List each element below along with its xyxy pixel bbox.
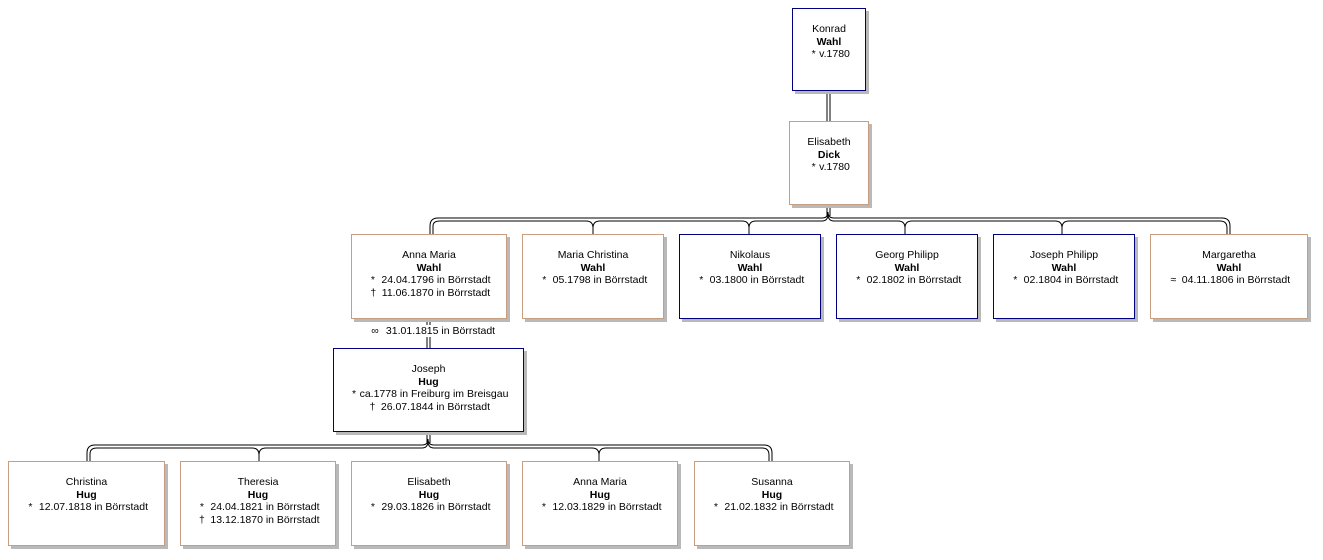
death-line: † 13.12.1870 in Börrstadt xyxy=(181,514,335,527)
birth-line: * 24.04.1796 in Börrstadt xyxy=(352,274,506,287)
given-name: Konrad xyxy=(812,23,846,35)
surname: Dick xyxy=(817,148,841,161)
birth-symbol: * xyxy=(28,501,33,513)
birth-date: v.1780 xyxy=(819,48,850,60)
given-name: Georg Philipp xyxy=(875,249,939,261)
person-card-joseph-hug[interactable]: Joseph Hug *ca.1778 in Freiburg im Breis… xyxy=(333,348,524,432)
birth-line: * 02.1804 in Börrstadt xyxy=(994,274,1134,287)
baptism-line: ≈ 04.11.1806 in Börrstadt xyxy=(1151,274,1307,287)
person-card-nikolaus-wahl[interactable]: Nikolaus Wahl * 03.1800 in Börrstadt xyxy=(679,234,821,319)
birth-date: 24.04.1821 in Börrstadt xyxy=(210,501,320,513)
person-card-maria-christina-wahl[interactable]: Maria Christina Wahl * 05.1798 in Börrst… xyxy=(522,234,664,319)
birth-symbol: * xyxy=(199,501,204,513)
person-card-susanna-hug[interactable]: Susanna Hug * 21.02.1832 in Börrstadt xyxy=(694,461,850,546)
marriage-date: 31.01.1815 in Börrstadt xyxy=(385,325,496,337)
person-card-theresia-hug[interactable]: Theresia Hug * 24.04.1821 in Börrstadt †… xyxy=(180,461,336,546)
surname: Wahl xyxy=(816,35,842,48)
birth-date: 02.1804 in Börrstadt xyxy=(1023,274,1119,286)
birth-date: 24.04.1796 in Börrstadt xyxy=(381,274,491,286)
death-date: 11.06.1870 in Börrstadt xyxy=(381,286,491,299)
birth-symbol: * xyxy=(370,274,375,286)
birth-symbol: * xyxy=(352,388,357,400)
birth-symbol: * xyxy=(811,48,816,60)
given-name: Joseph xyxy=(411,363,446,375)
birth-line: * 12.03.1829 in Börrstadt xyxy=(523,501,677,514)
given-name: Maria Christina xyxy=(557,249,629,261)
birth-symbol: * xyxy=(542,274,547,286)
given-name: Anna Maria xyxy=(402,249,456,261)
birth-date: 12.03.1829 in Börrstadt xyxy=(552,501,662,513)
person-card-anna-maria-hug[interactable]: Anna Maria Hug * 12.03.1829 in Börrstadt xyxy=(522,461,678,546)
death-date: 26.07.1844 in Börrstadt xyxy=(380,400,491,413)
marriage-note: ∞ 31.01.1815 in Börrstadt xyxy=(364,325,499,337)
given-name: Elisabeth xyxy=(807,136,851,148)
person-card-margaretha-wahl[interactable]: Margaretha Wahl ≈ 04.11.1806 in Börrstad… xyxy=(1150,234,1308,319)
given-name: Anna Maria xyxy=(573,476,627,488)
person-card-anna-maria-wahl[interactable]: Anna Maria Wahl * 24.04.1796 in Börrstad… xyxy=(351,234,507,319)
death-symbol: † xyxy=(370,286,377,299)
birth-line: *ca.1778 in Freiburg im Breisgau xyxy=(334,388,523,401)
given-name: Theresia xyxy=(237,476,279,488)
marriage-icon: ∞ xyxy=(371,325,379,337)
birth-line: * 12.07.1818 in Börrstadt xyxy=(9,501,164,514)
surname: Hug xyxy=(418,488,440,501)
surname: Wahl xyxy=(1051,261,1077,274)
surname: Hug xyxy=(418,375,439,388)
birth-symbol: * xyxy=(1013,274,1018,286)
given-name: Joseph Philipp xyxy=(1029,249,1099,261)
birth-symbol: * xyxy=(699,274,704,286)
given-name: Margaretha xyxy=(1202,249,1256,261)
birth-symbol: * xyxy=(856,274,861,286)
birth-line: * 24.04.1821 in Börrstadt xyxy=(181,501,335,514)
birth-date: ca.1778 in Freiburg im Breisgau xyxy=(359,388,509,400)
birth-line: * 29.03.1826 in Börrstadt xyxy=(352,501,506,514)
birth-line: *v.1780 xyxy=(793,48,865,61)
birth-line: * 02.1802 in Börrstadt xyxy=(837,274,977,287)
birth-date: 03.1800 in Börrstadt xyxy=(709,274,805,286)
birth-date: 02.1802 in Börrstadt xyxy=(866,274,962,286)
death-line: † 11.06.1870 in Börrstadt xyxy=(352,287,506,300)
surname: Wahl xyxy=(580,261,606,274)
birth-date: 12.07.1818 in Börrstadt xyxy=(38,501,149,513)
birth-date: 29.03.1826 in Börrstadt xyxy=(381,501,491,513)
birth-line: * 03.1800 in Börrstadt xyxy=(680,274,820,287)
baptism-symbol: ≈ xyxy=(1170,274,1177,286)
birth-date: 21.02.1832 in Börrstadt xyxy=(724,501,834,513)
given-name: Nikolaus xyxy=(729,249,771,261)
person-card-georg-philipp-wahl[interactable]: Georg Philipp Wahl * 02.1802 in Börrstad… xyxy=(836,234,978,319)
birth-date: v.1780 xyxy=(819,161,850,173)
person-card-christina-hug[interactable]: Christina Hug * 12.07.1818 in Börrstadt xyxy=(8,461,165,546)
birth-symbol: * xyxy=(370,501,375,513)
death-symbol: † xyxy=(369,400,376,413)
given-name: Elisabeth xyxy=(407,476,451,488)
surname: Hug xyxy=(247,488,269,501)
birth-symbol: * xyxy=(811,161,816,173)
person-card-konrad-wahl[interactable]: Konrad Wahl *v.1780 xyxy=(792,8,866,91)
person-card-elisabeth-hug[interactable]: Elisabeth Hug * 29.03.1826 in Börrstadt xyxy=(351,461,507,546)
given-name: Christina xyxy=(65,476,108,488)
surname: Wahl xyxy=(1216,261,1242,274)
birth-symbol: * xyxy=(541,501,546,513)
surname: Hug xyxy=(761,488,783,501)
birth-line: * 21.02.1832 in Börrstadt xyxy=(695,501,849,514)
surname: Hug xyxy=(76,488,97,501)
person-card-joseph-philipp-wahl[interactable]: Joseph Philipp Wahl * 02.1804 in Börrsta… xyxy=(993,234,1135,319)
surname: Wahl xyxy=(894,261,920,274)
birth-date: 05.1798 in Börrstadt xyxy=(552,274,648,286)
birth-symbol: * xyxy=(713,501,718,513)
surname: Wahl xyxy=(416,261,442,274)
given-name: Susanna xyxy=(751,476,793,488)
death-line: † 26.07.1844 in Börrstadt xyxy=(334,401,523,414)
birth-line: * 05.1798 in Börrstadt xyxy=(523,274,663,287)
death-symbol: † xyxy=(199,513,205,526)
surname: Wahl xyxy=(737,261,763,274)
surname: Hug xyxy=(589,488,611,501)
birth-line: *v.1780 xyxy=(790,161,868,174)
person-card-elisabeth-dick[interactable]: Elisabeth Dick *v.1780 xyxy=(789,121,869,205)
death-date: 13.12.1870 in Börrstadt xyxy=(210,513,320,526)
baptism-date: 04.11.1806 in Börrstadt xyxy=(1181,274,1291,286)
